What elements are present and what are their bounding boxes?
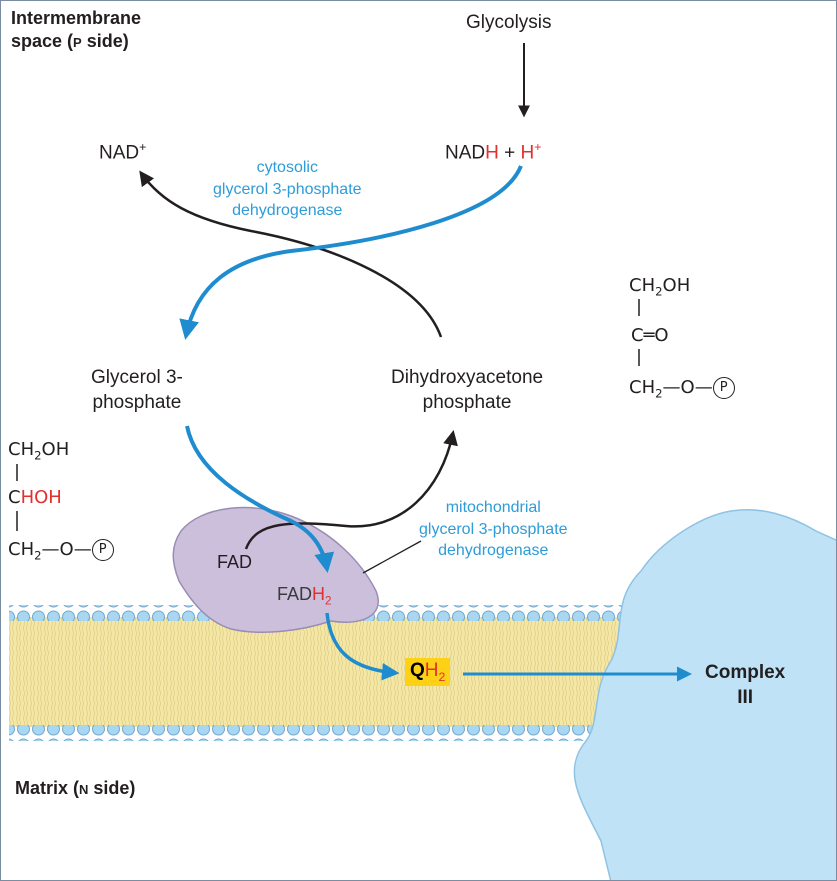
arrow-fad-blue [185,425,335,573]
inner-membrane [9,605,669,741]
complex-iii-label: Complex III [705,662,786,708]
complex-iii-shape [573,508,836,880]
arrow-dhap [244,430,458,550]
intermembrane-label: Intermembrane space (P side) [11,8,142,52]
g3p-structure-row3: CH2—O—P [8,539,114,562]
structure-bonds [16,299,640,531]
dhap-structure-row2: C═O [631,325,669,346]
g3p-structure-row1: CH2OH [8,439,70,463]
arrow-qh2 [325,612,400,681]
g3p-structure-row2: CHOH [8,487,62,508]
dhap-label: Dihydroxyacetone phosphate [391,367,544,413]
qh2-label: QH2 [405,658,451,686]
matrix-label: Matrix (N side) [15,778,136,798]
glycerol-3-phosphate-label: Glycerol 3- phosphate [91,367,183,413]
nadh-label: NADH + H+ [445,140,542,164]
cytosolic-enzyme-label: cytosolic glycerol 3-phosphate dehydroge… [213,159,362,220]
enzyme-blob [172,506,379,633]
arrow-nad-black [139,170,443,338]
dhap-structure-row1: CH2OH [629,275,691,299]
mito-enzyme-leader [362,540,422,574]
fad-label: FAD [217,552,253,572]
phosphate-icon: P [91,539,114,561]
fadh2-label: FADH2 [277,584,332,608]
lipid-heads-bottom [9,725,669,741]
phosphate-icon: P [712,377,735,399]
nad-plus-label: NAD+ [99,140,147,164]
dhap-structure-row3: CH2—O—P [629,377,735,400]
arrow-blue-nadh [179,165,523,340]
mitochondrial-enzyme-label: mitochondrial glycerol 3-phosphate dehyd… [419,499,568,560]
glycolysis-label: Glycolysis [466,12,552,33]
